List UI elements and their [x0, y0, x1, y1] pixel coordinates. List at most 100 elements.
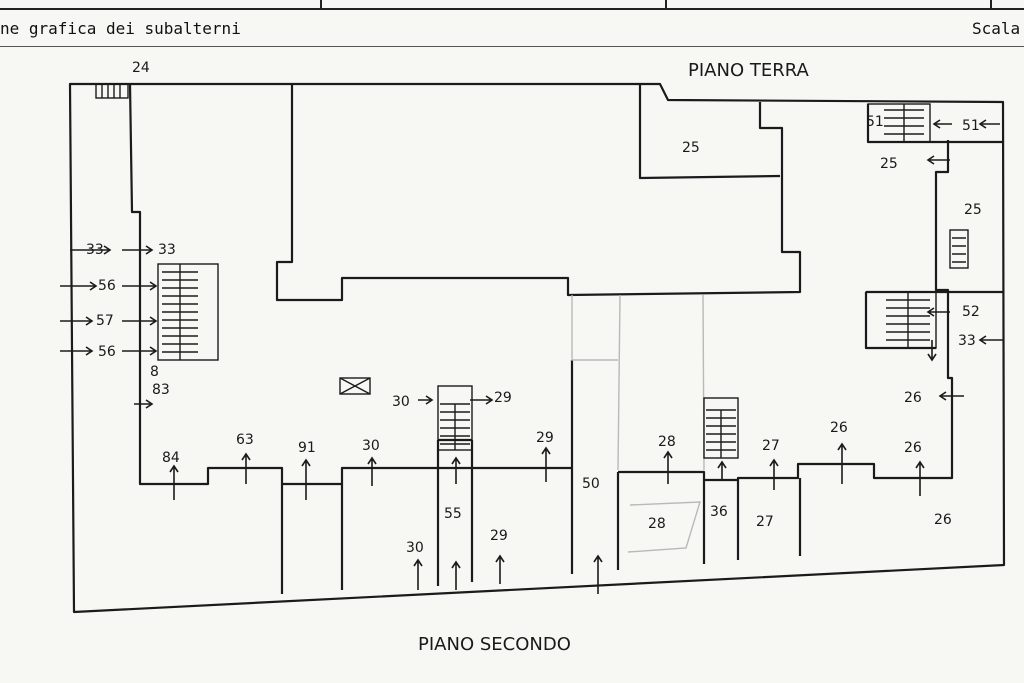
- access-arrow: [60, 346, 94, 356]
- access-arrow: [495, 554, 505, 584]
- subunit-label: 55: [444, 506, 462, 522]
- header-divider: [320, 0, 322, 9]
- subunit-label: 84: [162, 450, 180, 466]
- stair-block: [95, 83, 129, 99]
- plan-guide-line: [571, 295, 618, 361]
- subunit-label: 27: [762, 438, 780, 454]
- access-arrow: [926, 155, 950, 165]
- subunit-label: 25: [964, 202, 982, 218]
- subunit-label: 30: [392, 394, 410, 410]
- access-arrow: [134, 399, 154, 409]
- subunit-label: 26: [934, 512, 952, 528]
- subunit-label: 28: [648, 516, 666, 532]
- subunit-label: 26: [904, 390, 922, 406]
- plan-title-ground-floor: PIANO TERRA: [688, 60, 809, 81]
- access-arrow: [938, 391, 964, 401]
- header-top-rule: [0, 8, 1024, 10]
- access-arrow: [978, 335, 1004, 345]
- subunit-label: 27: [756, 514, 774, 530]
- access-arrow: [418, 395, 434, 405]
- stair-steps: [952, 237, 966, 263]
- subunit-label: 52: [962, 304, 980, 320]
- access-arrow: [122, 316, 158, 326]
- access-arrow: [122, 245, 154, 255]
- header-divider: [665, 0, 667, 9]
- plan-wall: [618, 470, 706, 564]
- subunit-label: 28: [658, 434, 676, 450]
- subunit-label: 91: [298, 440, 316, 456]
- plan-wall: [128, 83, 574, 486]
- lift-box: [339, 377, 371, 395]
- stair-steps: [886, 292, 930, 348]
- subunit-label: 56: [98, 278, 116, 294]
- access-arrow: [241, 452, 251, 484]
- header-scale-label: Scala: [972, 19, 1021, 38]
- subunit-label: 29: [536, 430, 554, 446]
- header-caption: ne grafica dei subalterni: [0, 19, 241, 38]
- stair-block: [867, 103, 931, 143]
- subunit-label: 33: [86, 242, 104, 258]
- subunit-label: 30: [362, 438, 380, 454]
- subunit-label: 25: [682, 140, 700, 156]
- access-arrow: [663, 450, 673, 484]
- subunit-label: 26: [830, 420, 848, 436]
- access-arrow: [301, 458, 311, 500]
- stair-block: [865, 291, 937, 349]
- plan-title-second-floor: PIANO SECONDO: [418, 634, 571, 655]
- access-arrow: [451, 456, 461, 484]
- access-arrow: [926, 307, 950, 317]
- subunit-label: 50: [582, 476, 600, 492]
- stair-block: [949, 229, 969, 269]
- header-divider: [990, 0, 992, 9]
- plan-outer-wall: [68, 82, 1006, 614]
- access-arrow: [60, 316, 94, 326]
- subunit-label: 57: [96, 313, 114, 329]
- access-arrow: [451, 560, 461, 590]
- stair-steps: [884, 104, 924, 142]
- plan-guide-line: [617, 294, 621, 471]
- plan-guide-line: [627, 501, 701, 553]
- subunit-label: 63: [236, 432, 254, 448]
- subunit-label: 30: [406, 540, 424, 556]
- subunit-label: 25: [880, 156, 898, 172]
- access-arrow: [927, 340, 937, 362]
- plan-wall: [275, 84, 802, 302]
- access-arrow: [122, 281, 158, 291]
- subunit-label: 83: [152, 382, 170, 398]
- subunit-label: 36: [710, 504, 728, 520]
- stair-steps: [101, 84, 121, 98]
- subunit-label: 24: [132, 60, 150, 76]
- header-bar: ne grafica dei subalterni Scala: [0, 0, 1024, 48]
- subunit-label: 33: [158, 242, 176, 258]
- subunit-label: 8: [150, 364, 159, 380]
- lift-box-cross: [339, 377, 371, 395]
- access-arrow: [593, 554, 603, 594]
- subunit-label: 26: [904, 440, 922, 456]
- access-arrow: [837, 442, 847, 484]
- subunit-label: 29: [490, 528, 508, 544]
- access-arrow: [169, 464, 179, 500]
- access-arrow: [367, 456, 377, 486]
- access-arrow: [413, 558, 423, 590]
- access-arrow: [541, 446, 551, 482]
- access-arrow: [978, 119, 1000, 129]
- access-arrow: [717, 460, 727, 480]
- access-arrow: [70, 245, 112, 255]
- access-arrow: [122, 346, 158, 356]
- subunit-label: 51: [866, 114, 884, 130]
- subunit-label: 29: [494, 390, 512, 406]
- stair-steps: [162, 264, 198, 360]
- subunit-label: 56: [98, 344, 116, 360]
- stair-block: [157, 263, 219, 361]
- plan-wall: [638, 84, 781, 180]
- access-arrow: [60, 281, 98, 291]
- subunit-label: 51: [962, 118, 980, 134]
- access-arrow: [769, 458, 779, 490]
- access-arrow: [915, 460, 925, 496]
- access-arrow: [470, 395, 494, 405]
- header-bottom-rule: [0, 46, 1024, 47]
- access-arrow: [932, 119, 952, 129]
- stair-steps: [706, 409, 736, 458]
- stair-steps: [440, 403, 470, 450]
